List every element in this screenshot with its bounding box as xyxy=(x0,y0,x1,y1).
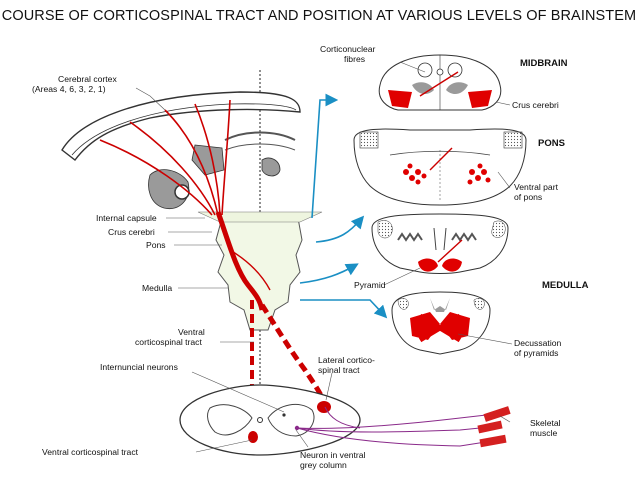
label-ventral-cst-1: Ventral xyxy=(178,327,205,337)
lateral-tract-dashed xyxy=(259,303,328,406)
label-medulla-left: Medulla xyxy=(142,283,172,293)
skeletal-muscles xyxy=(477,406,511,448)
label-corticonuclear-2: fibres xyxy=(344,54,365,64)
page-title: COURSE OF CORTICOSPINAL TRACT AND POSITI… xyxy=(1,8,637,24)
label-skeletal-1: Skeletal xyxy=(530,418,561,428)
label-ventral-cst-bottom: Ventral corticospinal tract xyxy=(42,447,139,457)
internuncial-dot xyxy=(282,413,286,417)
ventral-tract-dot xyxy=(248,431,258,443)
label-decussation-2: of pyramids xyxy=(514,348,558,358)
central-canal xyxy=(257,417,263,423)
label-lateral-cst-2: spinal tract xyxy=(318,365,360,375)
tract-fibers xyxy=(99,99,231,216)
medulla-lower-section xyxy=(391,291,491,355)
label-cortex-areas: (Areas 4, 6, 3, 2, 1) xyxy=(32,84,106,94)
putamen-small xyxy=(261,157,281,177)
label-ventral-pons-2: of pons xyxy=(514,192,542,202)
label-neuron-2: grey column xyxy=(300,460,347,470)
medulla-upper-section xyxy=(371,213,509,274)
brainstem-outline xyxy=(215,214,303,331)
label-pons-left: Pons xyxy=(146,240,166,250)
cortex-inner-line xyxy=(71,103,297,156)
spinal-cord xyxy=(179,384,361,456)
label-internal-capsule: Internal capsule xyxy=(96,213,157,223)
motor-nerves xyxy=(296,406,496,447)
corpus-callosum xyxy=(224,131,296,141)
label-skeletal-2: muscle xyxy=(530,428,557,438)
spinal-grey-right xyxy=(267,403,315,437)
label-midbrain: MIDBRAIN xyxy=(520,58,568,69)
label-lateral-cst-1: Lateral cortico- xyxy=(318,355,375,365)
leader-lines xyxy=(135,61,513,453)
cerebral-cortex xyxy=(61,91,301,161)
label-medulla-right: MEDULLA xyxy=(542,280,589,291)
label-corticonuclear-1: Corticonuclear xyxy=(320,44,376,54)
corpus-callosum-lower xyxy=(224,143,296,151)
label-internuncial: Internuncial neurons xyxy=(100,362,178,372)
thalamus-grey xyxy=(191,144,225,176)
label-cerebral-cortex: Cerebral cortex xyxy=(58,74,117,84)
label-crus-cerebri-right: Crus cerebri xyxy=(512,100,559,110)
label-crus-cerebri-left: Crus cerebri xyxy=(108,227,155,237)
midbrain-section xyxy=(378,54,502,111)
level-arrows xyxy=(299,93,388,319)
label-pons-right: PONS xyxy=(538,138,565,149)
label-ventral-cst-2: corticospinal tract xyxy=(135,337,202,347)
pons-section xyxy=(353,128,527,206)
label-ventral-pons-1: Ventral part xyxy=(514,182,559,192)
lateral-tract-dot xyxy=(317,401,331,413)
corticonuclear-branch xyxy=(229,249,271,291)
label-decussation-1: Decussation xyxy=(514,338,562,348)
label-neuron-1: Neuron in ventral xyxy=(300,450,366,460)
brainstem-cone xyxy=(197,211,323,223)
spinal-grey-left xyxy=(207,404,253,436)
descending-tract xyxy=(215,211,265,311)
label-pyramid: Pyramid xyxy=(354,280,386,290)
